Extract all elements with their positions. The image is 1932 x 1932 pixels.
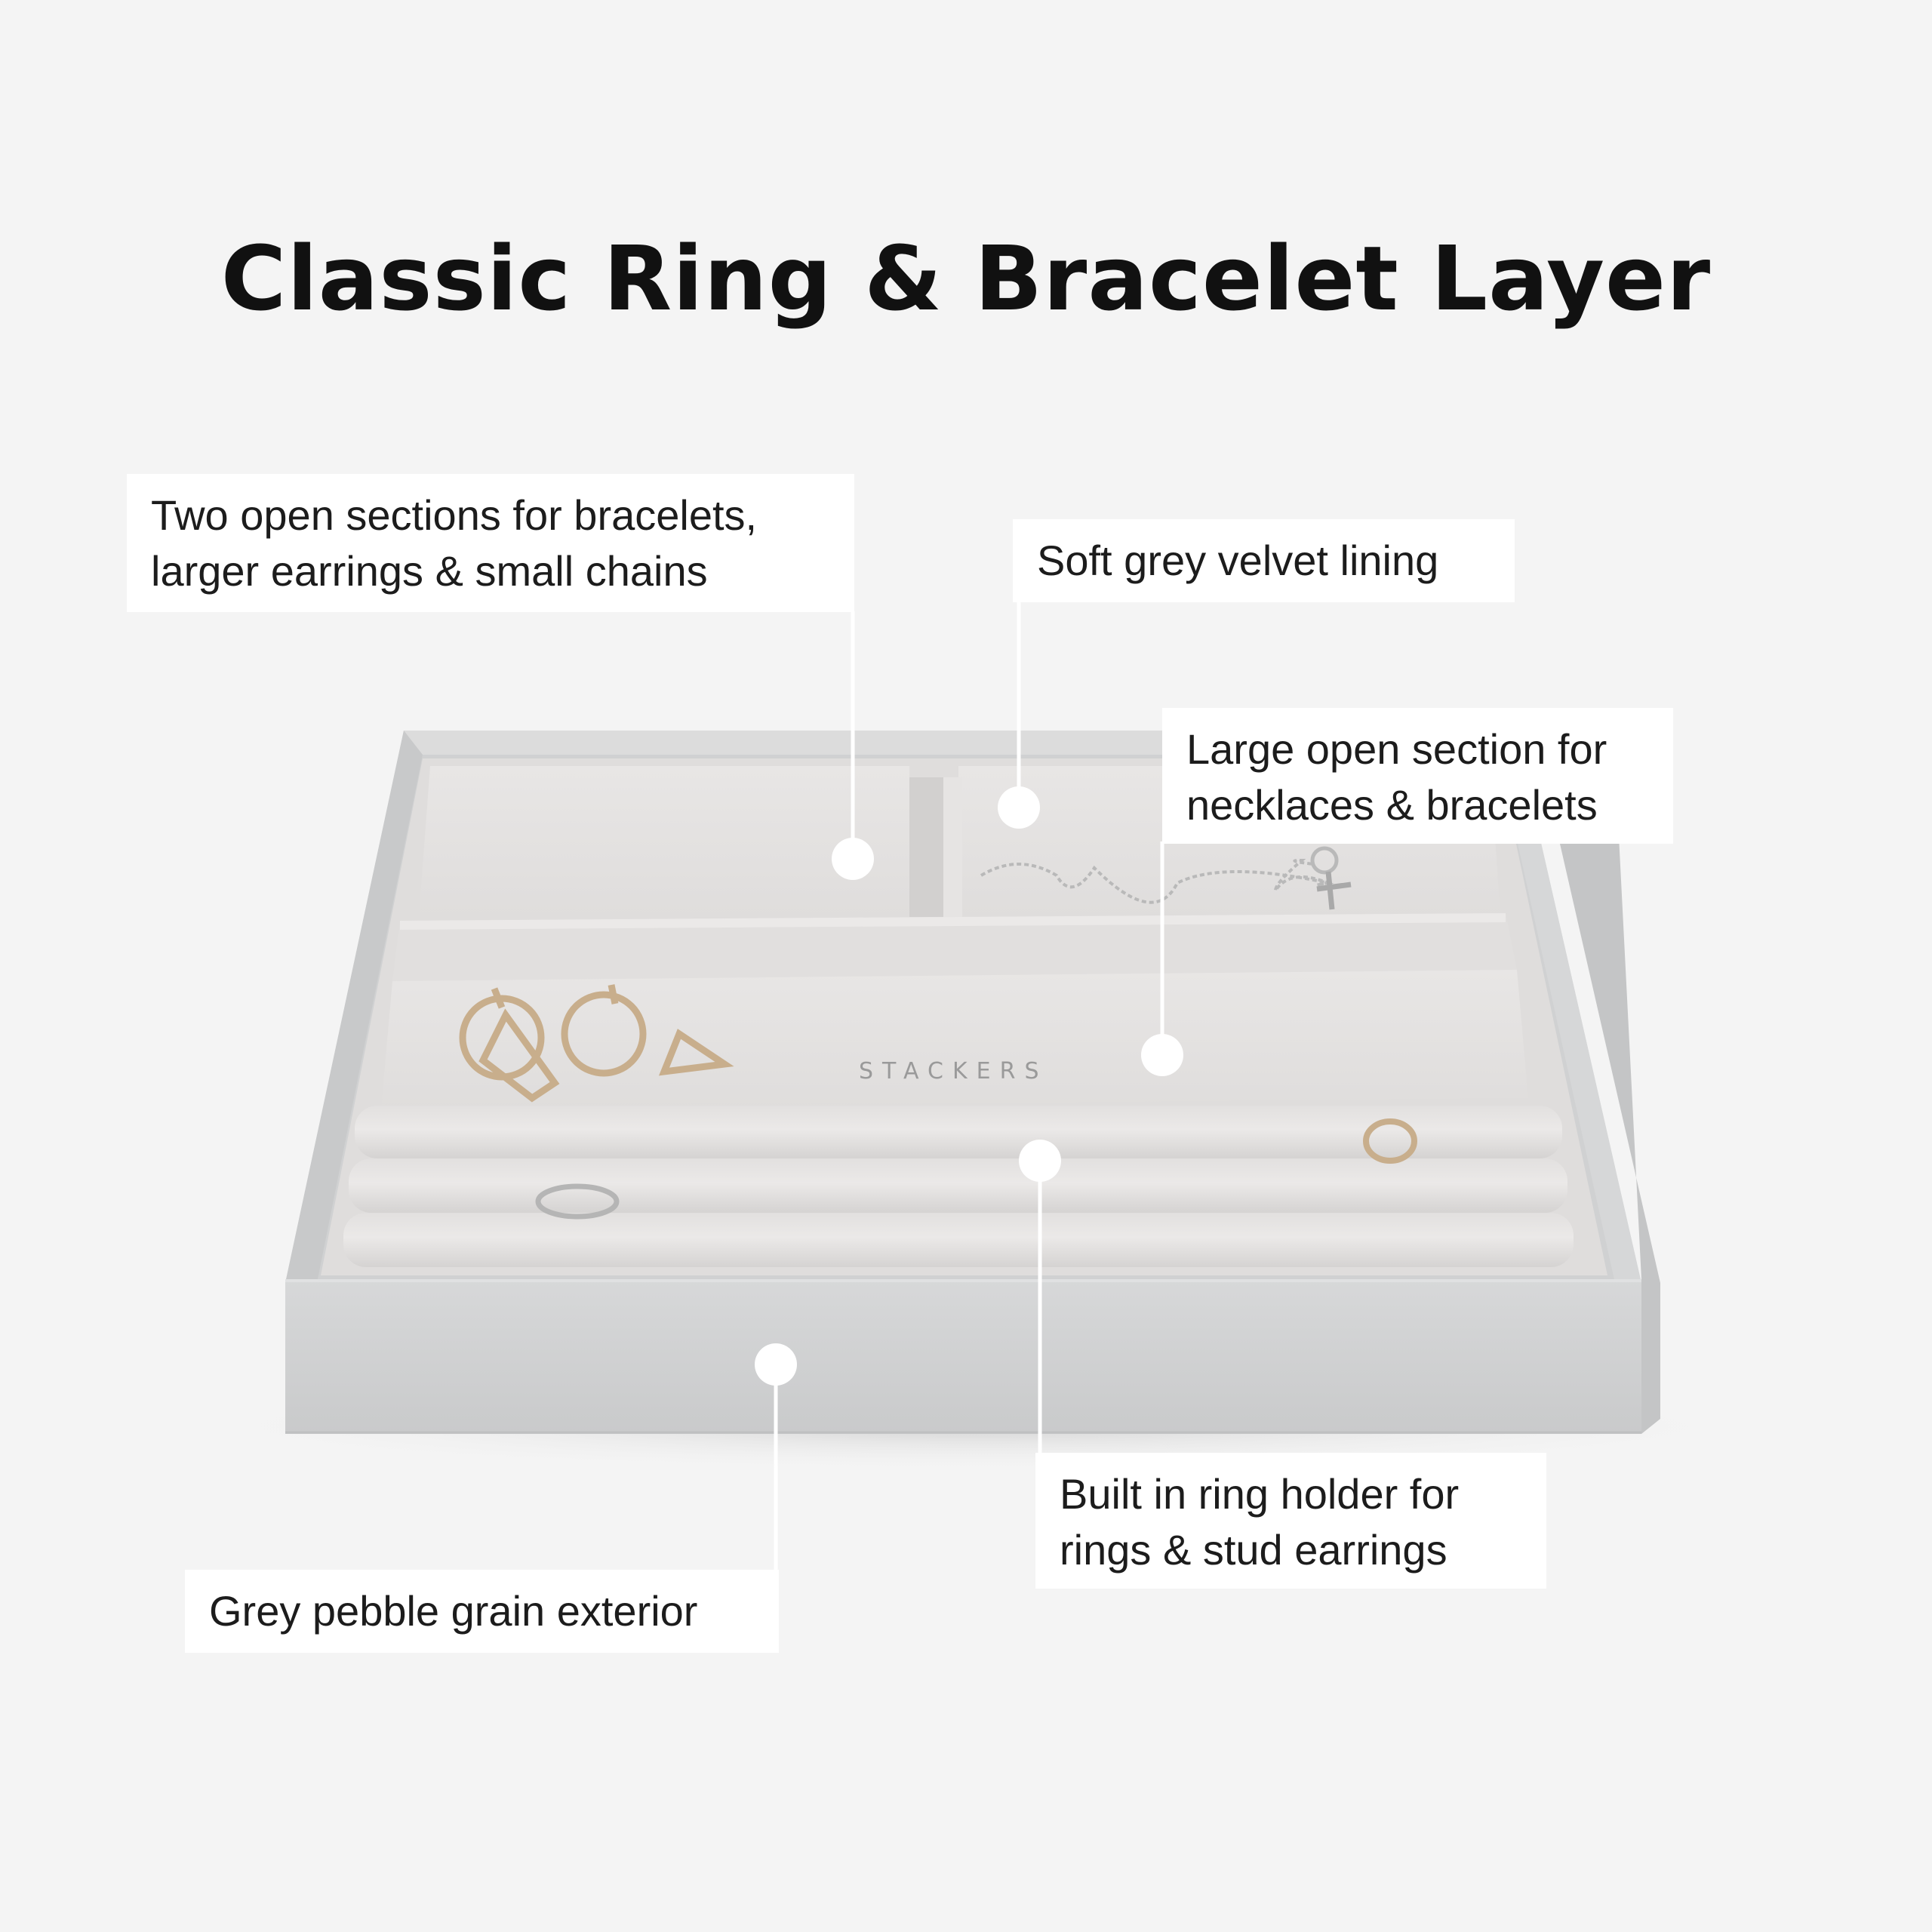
necklace-clasp [1310, 846, 1339, 875]
ring-roll-2 [349, 1158, 1567, 1213]
callout-built-in-ring-holder: Built in ring holder for rings & stud ea… [1035, 1453, 1546, 1589]
dot-large-open-section [1141, 1034, 1183, 1076]
ring-roll-3 [343, 1213, 1574, 1267]
dot-built-in-ring-holder [1019, 1140, 1061, 1182]
horizontal-divider-top [400, 913, 1506, 930]
callout-two-open-sections: Two open sections for bracelets, larger … [127, 474, 854, 612]
hoop-earrings [459, 984, 734, 1103]
necklace-chain [980, 858, 1334, 904]
page-title: Classic Ring & Bracelet Layer [220, 226, 1712, 331]
gold-ring [1363, 1118, 1417, 1164]
tray-front-face [285, 1279, 1641, 1434]
callout-grey-pebble-grain: Grey pebble grain exterior [185, 1570, 779, 1653]
vertical-divider-top [943, 777, 962, 917]
silver-ring [535, 1183, 620, 1220]
tray-right-corner [1540, 755, 1660, 1434]
brand-logo: STACKERS [859, 1058, 1048, 1084]
back-left-section-floor [419, 766, 909, 917]
callout-soft-grey-velvet: Soft grey velvet lining [1013, 519, 1515, 602]
tray-left-wall [285, 731, 423, 1283]
callout-large-open-section: Large open section for necklaces & brace… [1162, 708, 1673, 844]
dot-two-open-sections [832, 838, 874, 880]
necklace-pendant [1316, 871, 1352, 910]
dot-soft-grey-velvet [998, 786, 1040, 829]
horizontal-divider [392, 913, 1517, 981]
dot-grey-pebble-grain [755, 1343, 797, 1386]
vertical-divider [909, 777, 943, 917]
large-section-floor [381, 970, 1528, 1109]
tray-right-wall [1498, 731, 1641, 1283]
ring-roll-1 [355, 1106, 1562, 1158]
